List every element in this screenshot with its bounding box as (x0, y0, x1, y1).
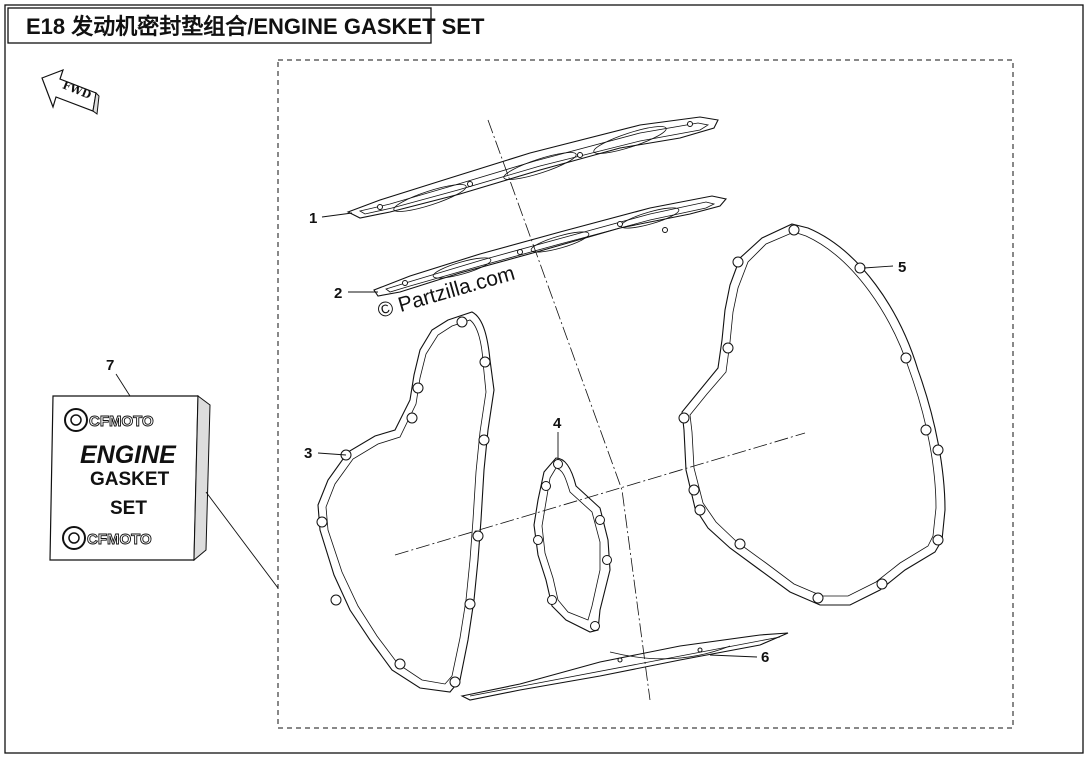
callout-4: 4 (553, 415, 562, 432)
title-box: E18 发动机密封垫组合/ENGINE GASKET SET (7, 7, 485, 44)
callout-5: 5 (898, 259, 906, 276)
callout-2: 2 (334, 285, 342, 302)
gasket-part-6 (460, 632, 789, 701)
center-lines (394, 119, 806, 701)
fwd-arrow-icon: FWD (41, 68, 100, 115)
brand-logo-top: CFMOTO (64, 408, 154, 432)
leader-lines (115, 212, 894, 658)
brand-logo-bottom: CFMOTO (62, 526, 152, 550)
outer-frame (4, 4, 1084, 754)
callout-1: 1 (309, 210, 317, 227)
brand-top: CFMOTO (89, 413, 154, 430)
callout-3: 3 (304, 445, 312, 462)
gasket-part-4 (533, 457, 612, 633)
gasket-part-1 (346, 116, 719, 219)
brand-bottom: CFMOTO (87, 531, 152, 548)
callout-6: 6 (761, 649, 769, 666)
package-line-engine: ENGINE (80, 441, 177, 469)
gasket-part-3 (316, 311, 495, 693)
diagram-title: E18 发动机密封垫组合/ENGINE GASKET SET (26, 14, 485, 39)
callout-7: 7 (106, 357, 114, 374)
gasket-part-2 (373, 195, 728, 297)
package-line-gasket: GASKET (90, 469, 170, 490)
gasket-set-package: CFMOTO ENGINE GASKET SET CFMOTO (49, 395, 211, 562)
gasket-part-5 (678, 223, 946, 606)
package-line-set: SET (110, 498, 147, 519)
kit-boundary (277, 59, 1014, 729)
